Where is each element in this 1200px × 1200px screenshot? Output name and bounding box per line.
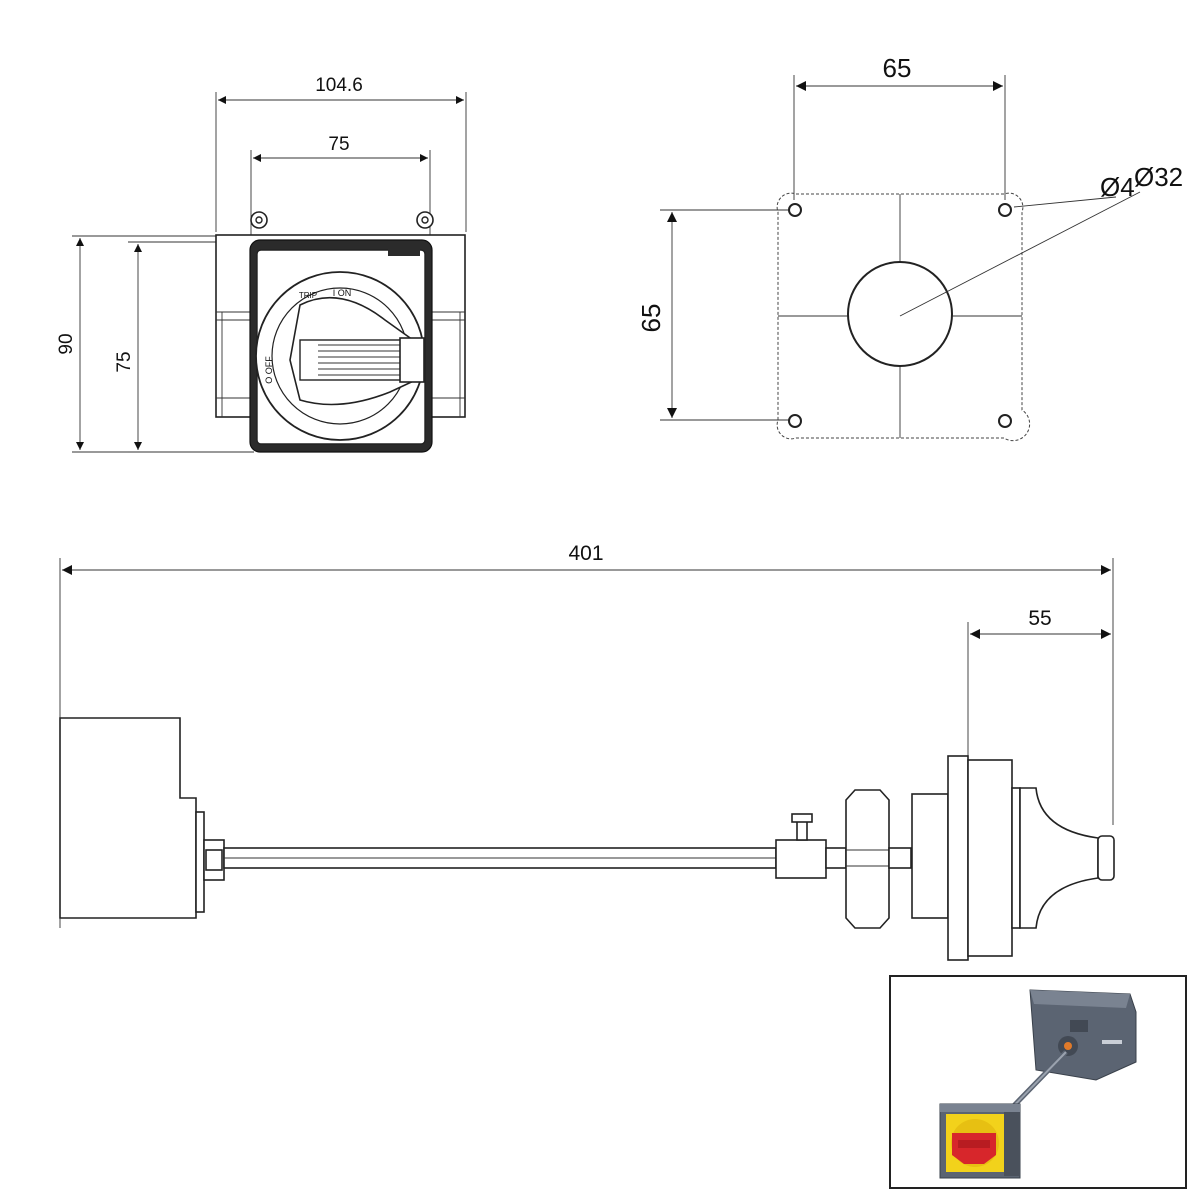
dim-front-hole-spacing-y: 75 [114, 351, 135, 372]
dim-front-hole-spacing-x: 75 [328, 134, 349, 155]
dim-drill-hole-dia: Ø4 [1100, 172, 1135, 202]
dim-drill-spacing-x: 65 [883, 53, 912, 83]
dim-total-length: 401 [568, 542, 603, 565]
dim-drill-center-dia: Ø32 [1134, 162, 1183, 192]
front-view: 104.6 75 90 75 [56, 75, 467, 453]
door-handle-icon [939, 1103, 1021, 1179]
handle-off-label: O OFF [264, 356, 274, 384]
handle-trip-label: TRIP [299, 291, 317, 300]
handle-on-label: I ON [333, 288, 352, 298]
dim-drill-spacing-y: 65 [636, 304, 666, 333]
breaker-operator-icon [1029, 989, 1137, 1081]
rotary-handle-icon [255, 271, 425, 441]
dim-front-width: 104.6 [315, 75, 363, 96]
screw-icon [250, 211, 268, 229]
dim-handle-length: 55 [1028, 607, 1051, 630]
dim-front-height: 90 [56, 333, 77, 354]
screw-icon [416, 211, 434, 229]
product-inset-photo [889, 975, 1187, 1189]
drilling-template: 65 65 Ø4 Ø32 [636, 53, 1183, 442]
side-view: 401 55 [59, 542, 1115, 961]
